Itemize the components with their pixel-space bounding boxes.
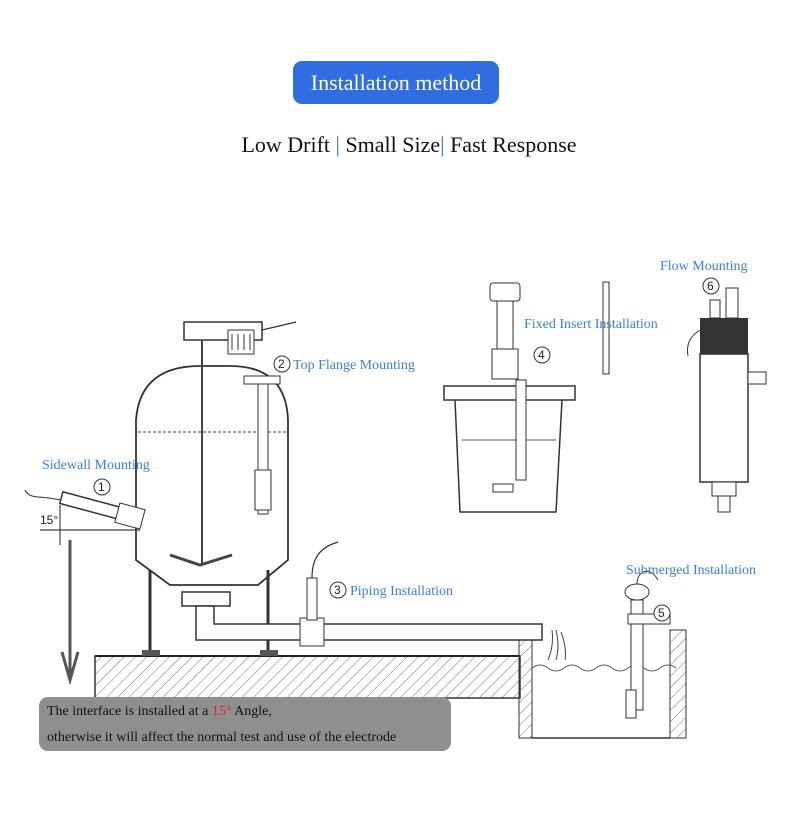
label-submerged-installation: Submerged Installation xyxy=(626,563,756,578)
ground-platform xyxy=(94,655,521,699)
marker-4: 4 xyxy=(533,346,551,364)
marker-4-text: 4 xyxy=(538,348,545,362)
feature-fast-response: Fast Response xyxy=(450,132,577,157)
marker-5-text: 5 xyxy=(658,606,665,620)
note-angle-highlight: 15° xyxy=(211,704,232,719)
marker-1-text: 1 xyxy=(98,480,105,494)
marker-3: 3 xyxy=(329,581,347,599)
page-title: Installation method xyxy=(310,69,482,95)
feature-tagline: Low Drift | Small Size| Fast Response xyxy=(0,132,790,158)
marker-1: 1 xyxy=(93,478,111,496)
marker-2: 2 xyxy=(273,355,291,373)
submerged-sensor xyxy=(624,570,671,719)
note-line-1-suffix: Angle, xyxy=(231,704,272,719)
marker-6-text: 6 xyxy=(707,279,714,293)
title-badge: Installation method xyxy=(293,61,499,104)
note-line-1-prefix: The interface is installed at a xyxy=(47,704,212,719)
down-arrow-icon xyxy=(60,540,80,686)
note-line-2: otherwise it will affect the normal test… xyxy=(47,730,397,745)
pipeline xyxy=(181,541,543,647)
label-fixed-insert-installation: Fixed Insert Installation xyxy=(524,317,658,332)
label-flow-mounting: Flow Mounting xyxy=(660,259,748,274)
water-basin xyxy=(518,629,687,739)
fixed-insert-reactor xyxy=(443,281,610,513)
angle-note: The interface is installed at a 15° Angl… xyxy=(39,697,451,751)
note-line-1: The interface is installed at a 15° Angl… xyxy=(47,699,451,725)
flow-cell xyxy=(687,287,767,513)
marker-3-text: 3 xyxy=(334,583,341,597)
feature-low-drift: Low Drift xyxy=(241,132,331,157)
feature-small-size: Small Size xyxy=(345,132,441,157)
tank xyxy=(135,321,297,656)
marker-6: 6 xyxy=(702,277,720,295)
label-top-flange-mounting: Top Flange Mounting xyxy=(293,358,415,373)
feature-separator: | xyxy=(440,132,445,157)
label-sidewall-mounting: Sidewall Mounting xyxy=(42,458,150,473)
sidewall-sensor xyxy=(24,489,146,545)
label-piping-installation: Piping Installation xyxy=(350,584,453,599)
feature-separator: | xyxy=(335,132,340,157)
marker-5: 5 xyxy=(653,604,671,622)
marker-2-text: 2 xyxy=(278,357,285,371)
label-angle: 15° xyxy=(40,513,58,527)
